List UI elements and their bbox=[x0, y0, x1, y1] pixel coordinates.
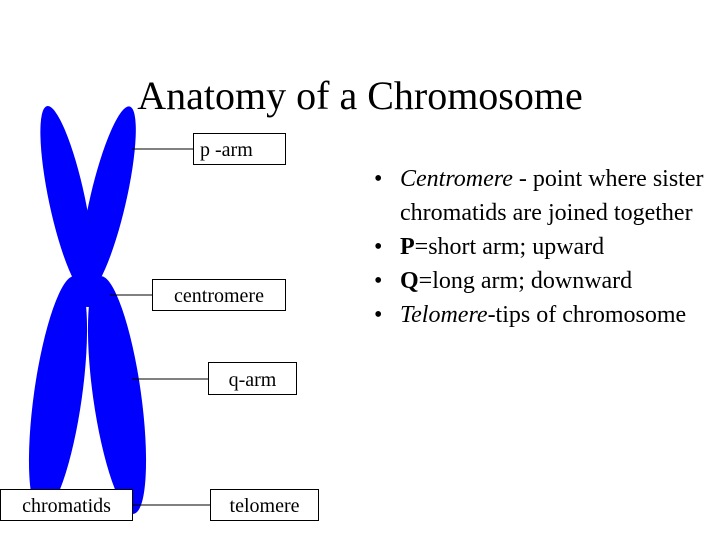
chromatid-lower-right bbox=[87, 276, 147, 514]
term-q: Q bbox=[400, 268, 419, 294]
term-p: P bbox=[400, 234, 415, 260]
chromosome bbox=[28, 106, 147, 514]
centromere-knob bbox=[67, 273, 109, 307]
definition-text: =long arm; downward bbox=[418, 268, 633, 294]
definition-text: - point where sister chromatids are join… bbox=[400, 166, 704, 226]
slide-title: Anatomy of a Chromosome bbox=[137, 73, 583, 118]
bullet-marker: • bbox=[374, 166, 383, 192]
term-telomere: Telomere bbox=[400, 302, 488, 328]
bullet-telomere: • Telomere-tips of chromosome bbox=[368, 298, 708, 332]
bullet-marker: • bbox=[374, 234, 383, 260]
label-telomere: telomere bbox=[210, 489, 319, 521]
bullet-q: • Q=long arm; downward bbox=[368, 264, 708, 298]
bullet-marker: • bbox=[374, 302, 383, 328]
chromatid-upper-left bbox=[40, 106, 94, 294]
leader-lines bbox=[110, 148, 210, 506]
definition-list: • Centromere - point where sister chromat… bbox=[368, 162, 708, 332]
chromatid-upper-right bbox=[80, 106, 136, 294]
label-q-arm: q-arm bbox=[208, 362, 297, 395]
label-centromere: centromere bbox=[152, 279, 286, 311]
bullet-centromere: • Centromere - point where sister chromat… bbox=[368, 162, 708, 230]
bullet-marker: • bbox=[374, 268, 383, 294]
chromatid-lower-left bbox=[28, 276, 88, 514]
definition-text: =short arm; upward bbox=[414, 234, 605, 260]
definition-text: -tips of chromosome bbox=[487, 302, 687, 328]
term-centromere: Centromere bbox=[400, 166, 513, 192]
bullet-p: • P=short arm; upward bbox=[368, 230, 708, 264]
label-p-arm: p -arm bbox=[193, 133, 286, 165]
label-chromatids: chromatids bbox=[0, 489, 133, 521]
